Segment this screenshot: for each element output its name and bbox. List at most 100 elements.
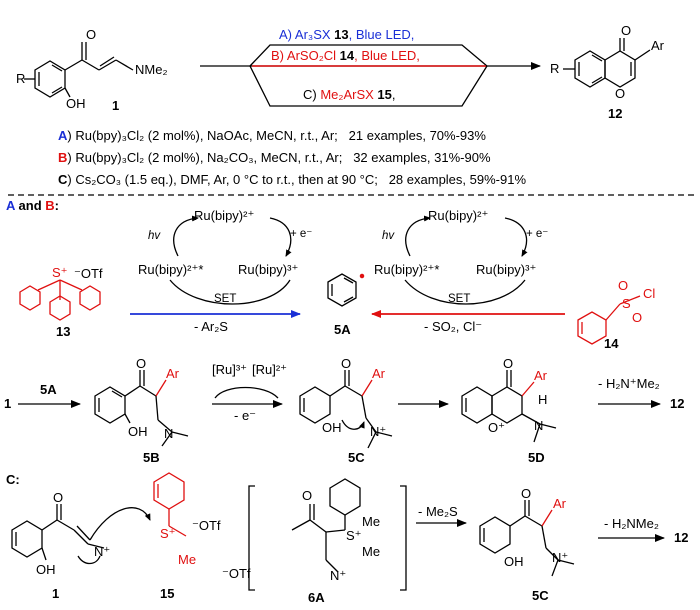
mech-5B-ar: Ar xyxy=(166,366,179,381)
mech-5D-ar: Ar xyxy=(534,368,547,383)
structure-5C-c xyxy=(479,500,575,577)
mech-5B-o: O xyxy=(136,356,147,371)
cycle-left-oxidized: Ru(bipy)³⁺ xyxy=(238,262,299,277)
condition-a: A) Ar₃SX 13, Blue LED, xyxy=(279,27,415,42)
mechc-6A-label: 6A xyxy=(308,590,325,605)
mechc-1-n: N⁺ xyxy=(94,544,111,559)
section-c-label: C: xyxy=(6,472,20,487)
mech-5C-o: O xyxy=(341,356,352,371)
product-ketone-o: O xyxy=(621,23,632,38)
cycle-right-excited: Ru(bipy)²⁺* xyxy=(374,262,440,277)
mechc-15-me: Me xyxy=(178,552,197,567)
cycle-right-oxidized: Ru(bipy)³⁺ xyxy=(476,262,537,277)
mechc-minus-me2s: - Me₂S xyxy=(418,504,458,519)
mechc-otf2: ⁻OTf xyxy=(222,566,251,581)
condition-c: C) Me₂ArSX 15, xyxy=(303,87,396,102)
mech-ru3: [Ru]³⁺ xyxy=(212,362,248,377)
reagent-14-structure xyxy=(577,295,641,345)
mechc-15-s: S⁺ xyxy=(160,526,176,541)
radical-5A-label: 5A xyxy=(334,322,351,337)
mechc-15-otf: ⁻OTf xyxy=(192,518,221,533)
reagent-13-sulfonium: S⁺ xyxy=(52,265,68,280)
reagent-14-o1: O xyxy=(618,278,629,293)
mechc-1-label: 1 xyxy=(52,586,60,601)
mechc-5C-n: N⁺ xyxy=(552,550,569,565)
cycle-left-top: Ru(bipy)²⁺ xyxy=(194,208,255,223)
conditions-line-a: A) Ru(bpy)₃Cl₂ (2 mol%), NaOAc, MeCN, r.… xyxy=(58,128,486,143)
mech-c-arrows xyxy=(77,507,665,565)
mech-minus-e: - e⁻ xyxy=(234,408,257,423)
mech-5D-h: H xyxy=(538,392,548,407)
reagent-14-cl: Cl xyxy=(643,286,656,301)
mechc-6A-n: N⁺ xyxy=(330,568,347,583)
mech-5C-nplus: N⁺ xyxy=(370,424,387,439)
mechc-15-label: 15 xyxy=(160,586,175,601)
mech-5B-oh: OH xyxy=(128,424,148,439)
cycle-right-e: + e⁻ xyxy=(526,228,549,240)
mech-reagent: 5A xyxy=(40,382,57,397)
mech-final: 12 xyxy=(670,396,685,411)
structure-1-c xyxy=(11,504,105,561)
mechc-5C-oh: OH xyxy=(504,554,524,569)
reagent-14-s: S xyxy=(622,296,631,311)
mech-start: 1 xyxy=(4,396,12,411)
mechc-5C-ar: Ar xyxy=(553,496,566,511)
mechc-6A-me: Me xyxy=(362,514,381,529)
sm-label: 1 xyxy=(112,98,120,113)
mech-5D-label: 5D xyxy=(528,450,545,465)
reagent-14-label: 14 xyxy=(604,336,619,351)
mechc-1-o: O xyxy=(53,490,64,505)
mech-elimination: - H₂N⁺Me₂ xyxy=(598,376,660,391)
conditions-line-c: C) Cs₂CO₃ (1.5 eq.), DMF, Ar, 0 °C to r.… xyxy=(58,172,527,187)
intermediate-5D-structure xyxy=(461,370,557,443)
mech-5B-n: N xyxy=(164,426,174,441)
cycle-left-byproduct: - Ar₂S xyxy=(194,319,228,334)
product-r-group: R xyxy=(550,61,560,76)
cycle-left-set: SET xyxy=(214,293,237,305)
product-ar: Ar xyxy=(651,38,664,53)
sm-nme2: NMe₂ xyxy=(135,62,168,77)
mechc-final: 12 xyxy=(674,530,689,545)
sm-oh: OH xyxy=(66,96,86,111)
reagent-13-label: 13 xyxy=(56,324,71,339)
cycle-left-e: + e⁻ xyxy=(290,228,313,240)
mechc-elimination: - H₂NMe₂ xyxy=(604,516,659,531)
bracket-6A xyxy=(248,478,407,591)
sm-carbonyl-o: O xyxy=(86,27,97,42)
mech-5B-label: 5B xyxy=(143,450,160,465)
radical-5A-structure xyxy=(327,273,357,307)
intermediate-5C-structure xyxy=(299,370,393,449)
cycle-left-excited: Ru(bipy)²⁺* xyxy=(138,262,204,277)
mech-5D-oplus: O⁺ xyxy=(488,420,505,435)
reagent-15-structure xyxy=(153,472,187,537)
cycle-left-arrows xyxy=(169,215,292,305)
condition-b: B) ArSO₂Cl 14, Blue LED, xyxy=(271,48,420,63)
section-ab-label: A and B: xyxy=(6,198,59,213)
sm-r-group: R xyxy=(16,71,26,86)
mech-5D-o: O xyxy=(503,356,514,371)
mech-5C-oh: OH xyxy=(322,420,342,435)
product-ring-o: O xyxy=(615,86,626,101)
mechanism-row-arrows xyxy=(18,386,661,408)
starting-material-1-structure xyxy=(24,42,134,98)
mech-5C-label: 5C xyxy=(348,450,365,465)
mechc-6A-s: S⁺ xyxy=(346,528,362,543)
cycle-right-byproduct: - SO₂, Cl⁻ xyxy=(424,319,483,334)
mech-5C-ar: Ar xyxy=(372,366,385,381)
product-label: 12 xyxy=(608,106,623,121)
conditions-line-b: B) Ru(bpy)₃Cl₂ (2 mol%), Na₂CO₃, MeCN, r… xyxy=(58,150,491,165)
mechc-1-oh: OH xyxy=(36,562,56,577)
mechc-6A-me2: Me xyxy=(362,544,381,559)
mech-ru2: [Ru]²⁺ xyxy=(252,362,288,377)
mech-5D-n: N xyxy=(534,418,544,433)
cycle-right-set: SET xyxy=(448,293,471,305)
cycle-left-hv: hv xyxy=(148,230,161,242)
cycle-right-top: Ru(bipy)²⁺ xyxy=(428,208,489,223)
cycle-right-hv: hv xyxy=(382,230,395,242)
product-12-structure xyxy=(563,38,651,88)
mechc-5C-o: O xyxy=(521,486,532,501)
reagent-13-structure xyxy=(19,279,101,321)
intermediate-5B-structure xyxy=(94,370,189,447)
mechc-6A-o: O xyxy=(302,488,313,503)
